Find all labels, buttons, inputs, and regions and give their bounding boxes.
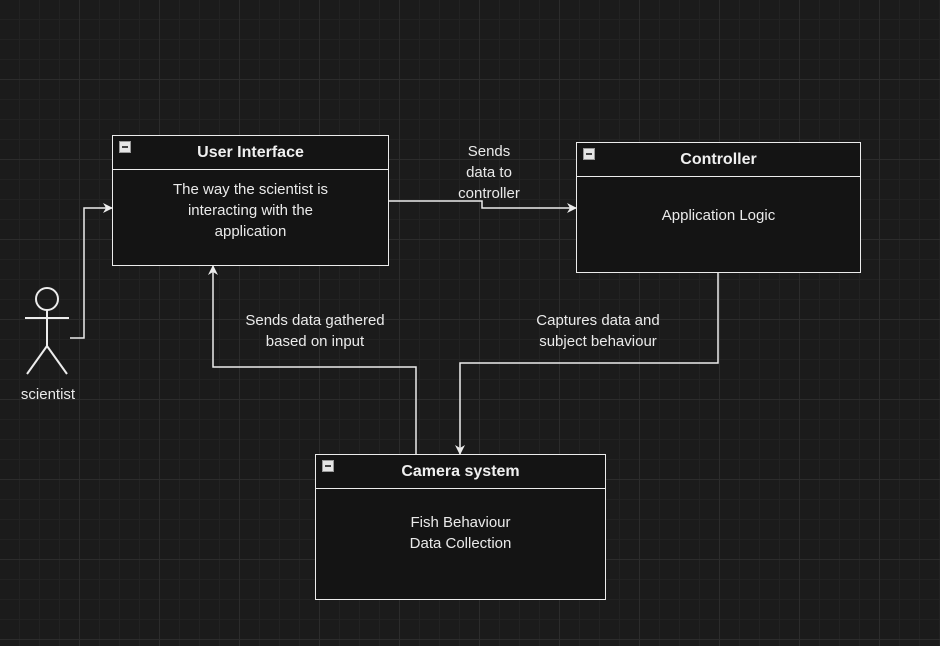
camera-system-body: Fish Behaviour Data Collection <box>316 489 605 554</box>
controller-body: Application Logic <box>577 177 860 226</box>
user-interface-title: User Interface <box>197 143 304 161</box>
user-interface-body: The way the scientist is interacting wit… <box>113 170 388 242</box>
edge-ui-to-controller[interactable] <box>388 200 577 213</box>
controller-title: Controller <box>680 150 757 168</box>
actor-label: scientist <box>20 386 76 403</box>
body-line: Application Logic <box>661 207 776 224</box>
edge-label-line: controller <box>458 185 520 202</box>
actor-figure[interactable] <box>25 287 69 375</box>
edge-label-line: data to <box>466 164 512 181</box>
camera-system-header: Camera system <box>316 455 605 489</box>
edge-label-line: Captures data and <box>536 312 660 329</box>
user-interface-header: User Interface <box>113 136 388 170</box>
body-line: application <box>214 223 287 240</box>
edge-label-line: Sends data gathered <box>245 312 385 329</box>
edge-camera-to-ui[interactable] <box>208 265 417 454</box>
body-line: Fish Behaviour <box>410 514 511 531</box>
collapse-icon[interactable] <box>119 141 131 153</box>
edge-actor-to-ui[interactable] <box>70 203 113 339</box>
body-line: interacting with the <box>187 202 314 219</box>
camera-system-box[interactable]: Camera system Fish Behaviour Data Collec… <box>315 454 606 600</box>
collapse-icon[interactable] <box>322 460 334 472</box>
edge-label-ui-to-controller: Sends data to controller <box>439 141 539 204</box>
edge-label-camera-to-ui: Sends data gathered based on input <box>220 310 410 352</box>
edge-label-line: based on input <box>265 333 365 350</box>
edge-label-line: Sends <box>467 143 511 160</box>
edge-controller-to-camera[interactable] <box>455 273 719 455</box>
body-line: Data Collection <box>409 535 512 552</box>
edge-label-controller-to-camera: Captures data and subject behaviour <box>508 310 688 352</box>
edge-label-line: subject behaviour <box>539 333 657 350</box>
controller-header: Controller <box>577 143 860 177</box>
body-line: The way the scientist is <box>172 181 329 198</box>
camera-system-title: Camera system <box>401 462 520 480</box>
controller-box[interactable]: Controller Application Logic <box>576 142 861 273</box>
collapse-icon[interactable] <box>583 148 595 160</box>
user-interface-box[interactable]: User Interface The way the scientist is … <box>112 135 389 266</box>
